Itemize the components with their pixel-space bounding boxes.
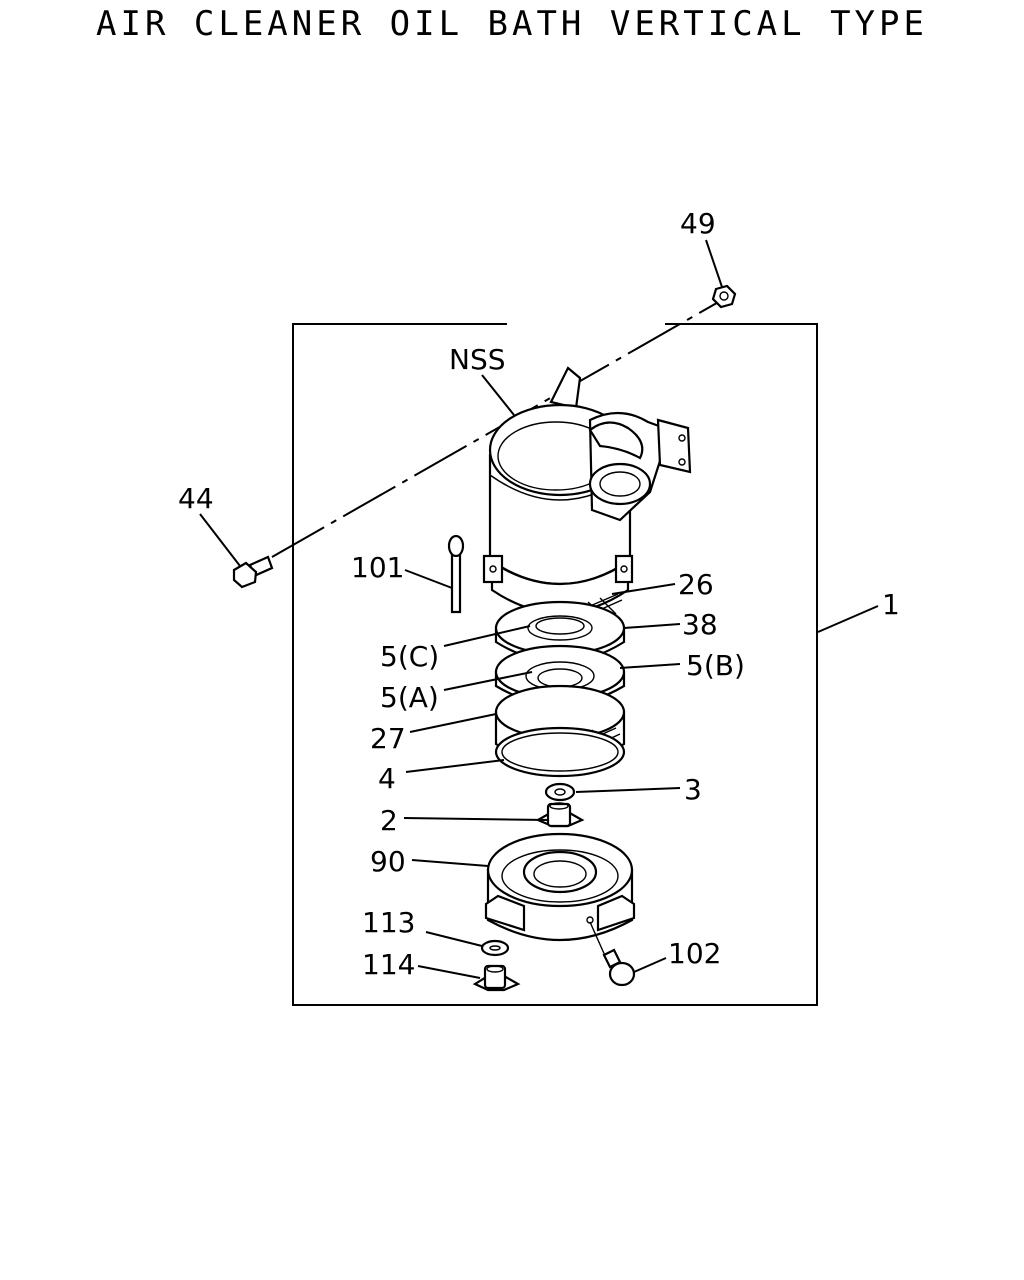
bolt-44 (232, 555, 274, 589)
callout-38: 38 (682, 608, 718, 641)
gasket-4 (494, 726, 626, 778)
nut-49 (711, 284, 737, 309)
callout-102: 102 (668, 937, 721, 970)
callout-5a: 5(A) (380, 681, 439, 714)
callout-3: 3 (684, 773, 702, 806)
callout-5c: 5(C) (380, 640, 439, 673)
callout-nss: NSS (449, 343, 506, 376)
washer-113 (480, 939, 510, 957)
diagram-title: AIR CLEANER OIL BATH VERTICAL TYPE (96, 4, 928, 44)
callout-101: 101 (351, 551, 404, 584)
callout-113: 113 (362, 906, 415, 939)
cleaner-housing (488, 403, 692, 585)
leader-lines (199, 239, 879, 979)
wing-nut-2 (535, 802, 585, 828)
callout-44: 44 (178, 482, 214, 515)
drain-plug-102 (586, 916, 636, 987)
callout-114: 114 (362, 948, 415, 981)
clamp-band-26 (482, 554, 634, 619)
callout-90: 90 (370, 845, 406, 878)
pin-101 (447, 534, 465, 614)
callout-1: 1 (882, 588, 900, 621)
callout-49: 49 (680, 207, 716, 240)
assembly-frame (292, 323, 818, 1006)
callout-5b: 5(B) (686, 649, 745, 682)
mounting-bracket (549, 366, 582, 410)
callout-2: 2 (380, 804, 398, 837)
washer-3 (544, 782, 576, 802)
callout-26: 26 (678, 568, 714, 601)
callout-4: 4 (378, 762, 396, 795)
callout-27: 27 (370, 722, 406, 755)
wing-nut-114 (472, 964, 521, 992)
oil-pan-90 (484, 832, 636, 941)
